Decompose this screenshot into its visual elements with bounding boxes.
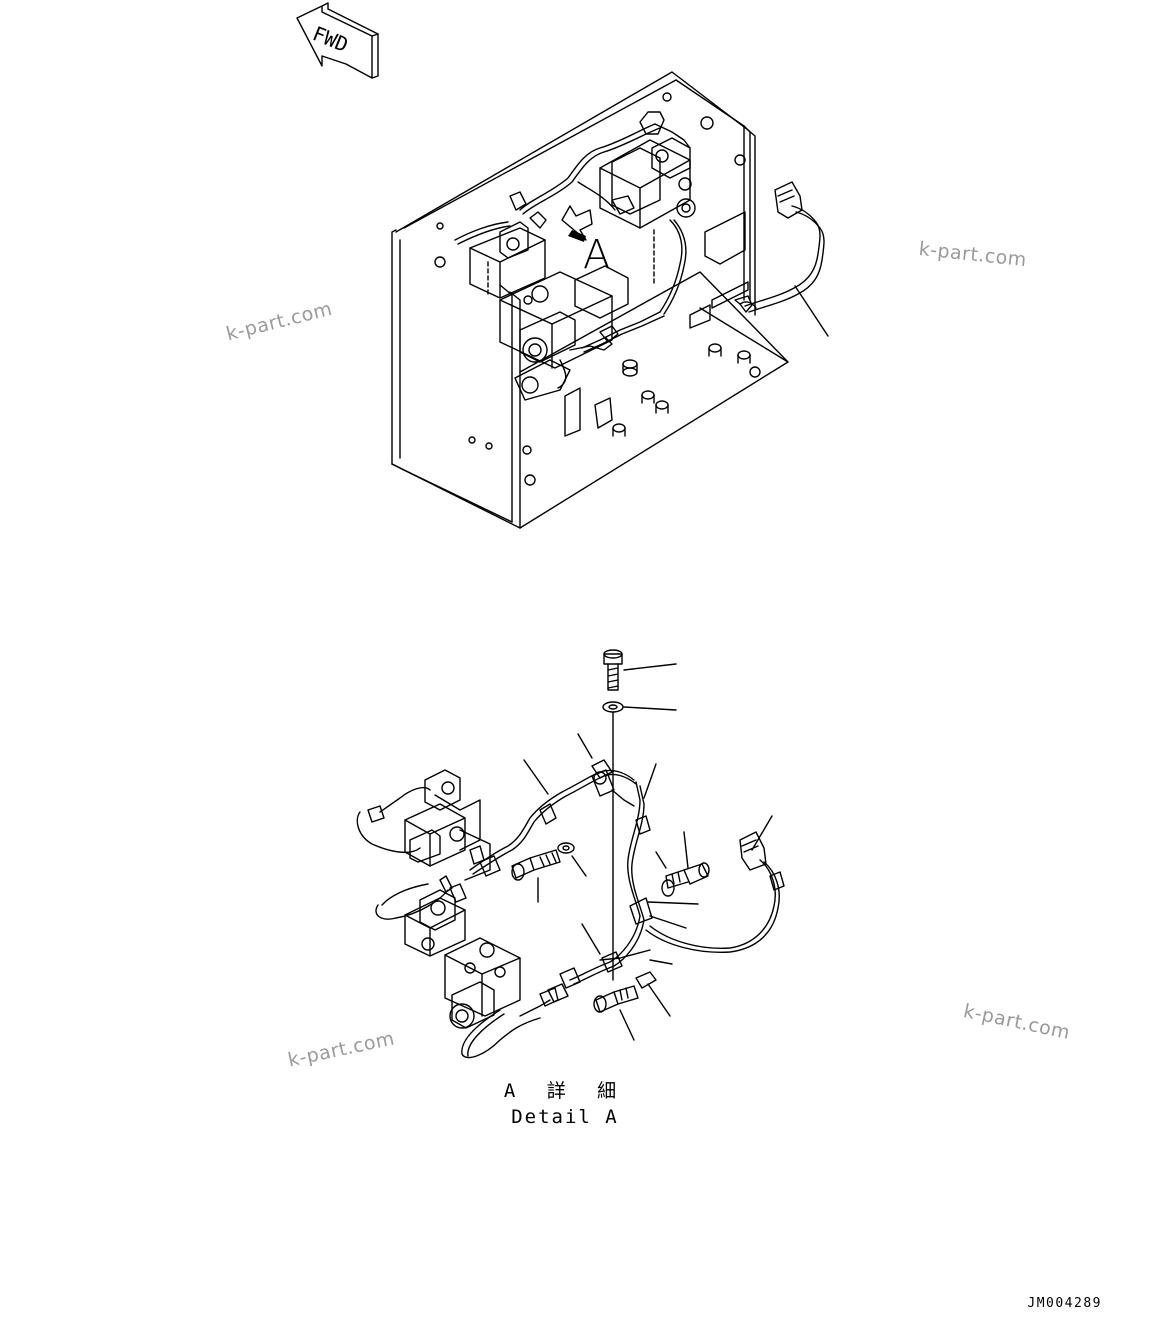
detail-a-assembly (356, 649, 785, 1059)
detail-caption-japanese: A 詳 細 (503, 1080, 627, 1102)
control-box-assembly (391, 71, 829, 529)
detail-caption-english: Detail A (511, 1106, 619, 1128)
detail-caption: A 詳 細 Detail A (500, 1078, 630, 1130)
drawing-code: JM004289 (1027, 1296, 1102, 1311)
view-a-label: A (583, 232, 611, 278)
forward-arrow-icon: FWD (296, 2, 379, 79)
